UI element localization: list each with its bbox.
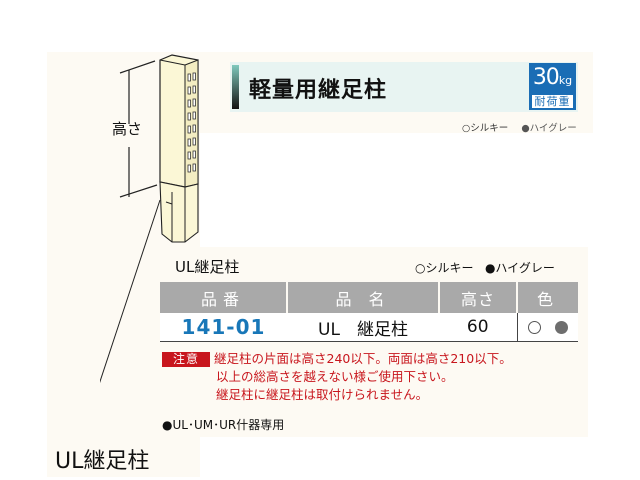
col-header-color: 色 xyxy=(517,282,578,313)
silky-color-swatch-icon xyxy=(527,320,541,334)
product-colors xyxy=(516,313,578,342)
load-capacity-unit: kg xyxy=(558,74,573,87)
legend-highgray: ●ハイグレー xyxy=(521,123,577,134)
spec-panel-bg xyxy=(47,247,588,437)
highgray-color-swatch-icon xyxy=(554,320,568,334)
color-legend: ○シルキー ●ハイグレー xyxy=(415,259,555,276)
section-title: UL継足柱 xyxy=(175,258,240,276)
color-legend-top: ○シルキー ●ハイグレー xyxy=(462,120,587,134)
spec-table: 品番 品 名 高さ 色 141-01 UL 継足柱 60 xyxy=(160,282,578,342)
load-capacity-badge: 30kg 耐荷重 xyxy=(529,63,576,110)
page-title: 軽量用継足柱 xyxy=(249,78,388,103)
title-bar: 軽量用継足柱 30kg 耐荷重 xyxy=(230,62,578,112)
load-capacity-value: 30 xyxy=(532,65,560,90)
callout-label: UL継足柱 xyxy=(55,449,150,474)
legend-silky: ○シルキー xyxy=(462,123,509,134)
product-height: 60 xyxy=(439,313,517,342)
extension-post-illustration xyxy=(100,54,199,384)
caution-text: 継足柱の片面は高さ240以下。両面は高さ210以下。 以上の総高さを越えない様ご… xyxy=(214,350,512,404)
title-accent-bar xyxy=(232,65,239,109)
legend-highgray: ●ハイグレー xyxy=(484,261,555,275)
load-capacity-caption: 耐荷重 xyxy=(531,94,574,109)
col-header-code: 品番 xyxy=(160,282,288,313)
col-header-height: 高さ xyxy=(439,282,518,313)
table-row: 141-01 UL 継足柱 60 xyxy=(160,313,578,342)
legend-silky: ○シルキー xyxy=(415,261,474,275)
product-code: 141-01 xyxy=(160,313,287,342)
caution-label: 注意 xyxy=(162,352,210,367)
caution-line: 継足柱の片面は高さ240以下。両面は高さ210以下。 xyxy=(214,351,512,366)
table-header-row: 品番 品 名 高さ 色 xyxy=(160,282,578,313)
product-name: UL 継足柱 xyxy=(287,313,439,342)
compatibility-note: ●UL･UM･UR什器専用 xyxy=(162,418,285,432)
caution-line: 継足柱に継足柱は取付けられません。 xyxy=(216,387,429,402)
caution-line: 以上の総高さを越えない様ご使用下さい。 xyxy=(216,369,454,384)
height-dimension-label: 高さ xyxy=(112,120,143,138)
col-header-name: 品 名 xyxy=(287,282,440,313)
